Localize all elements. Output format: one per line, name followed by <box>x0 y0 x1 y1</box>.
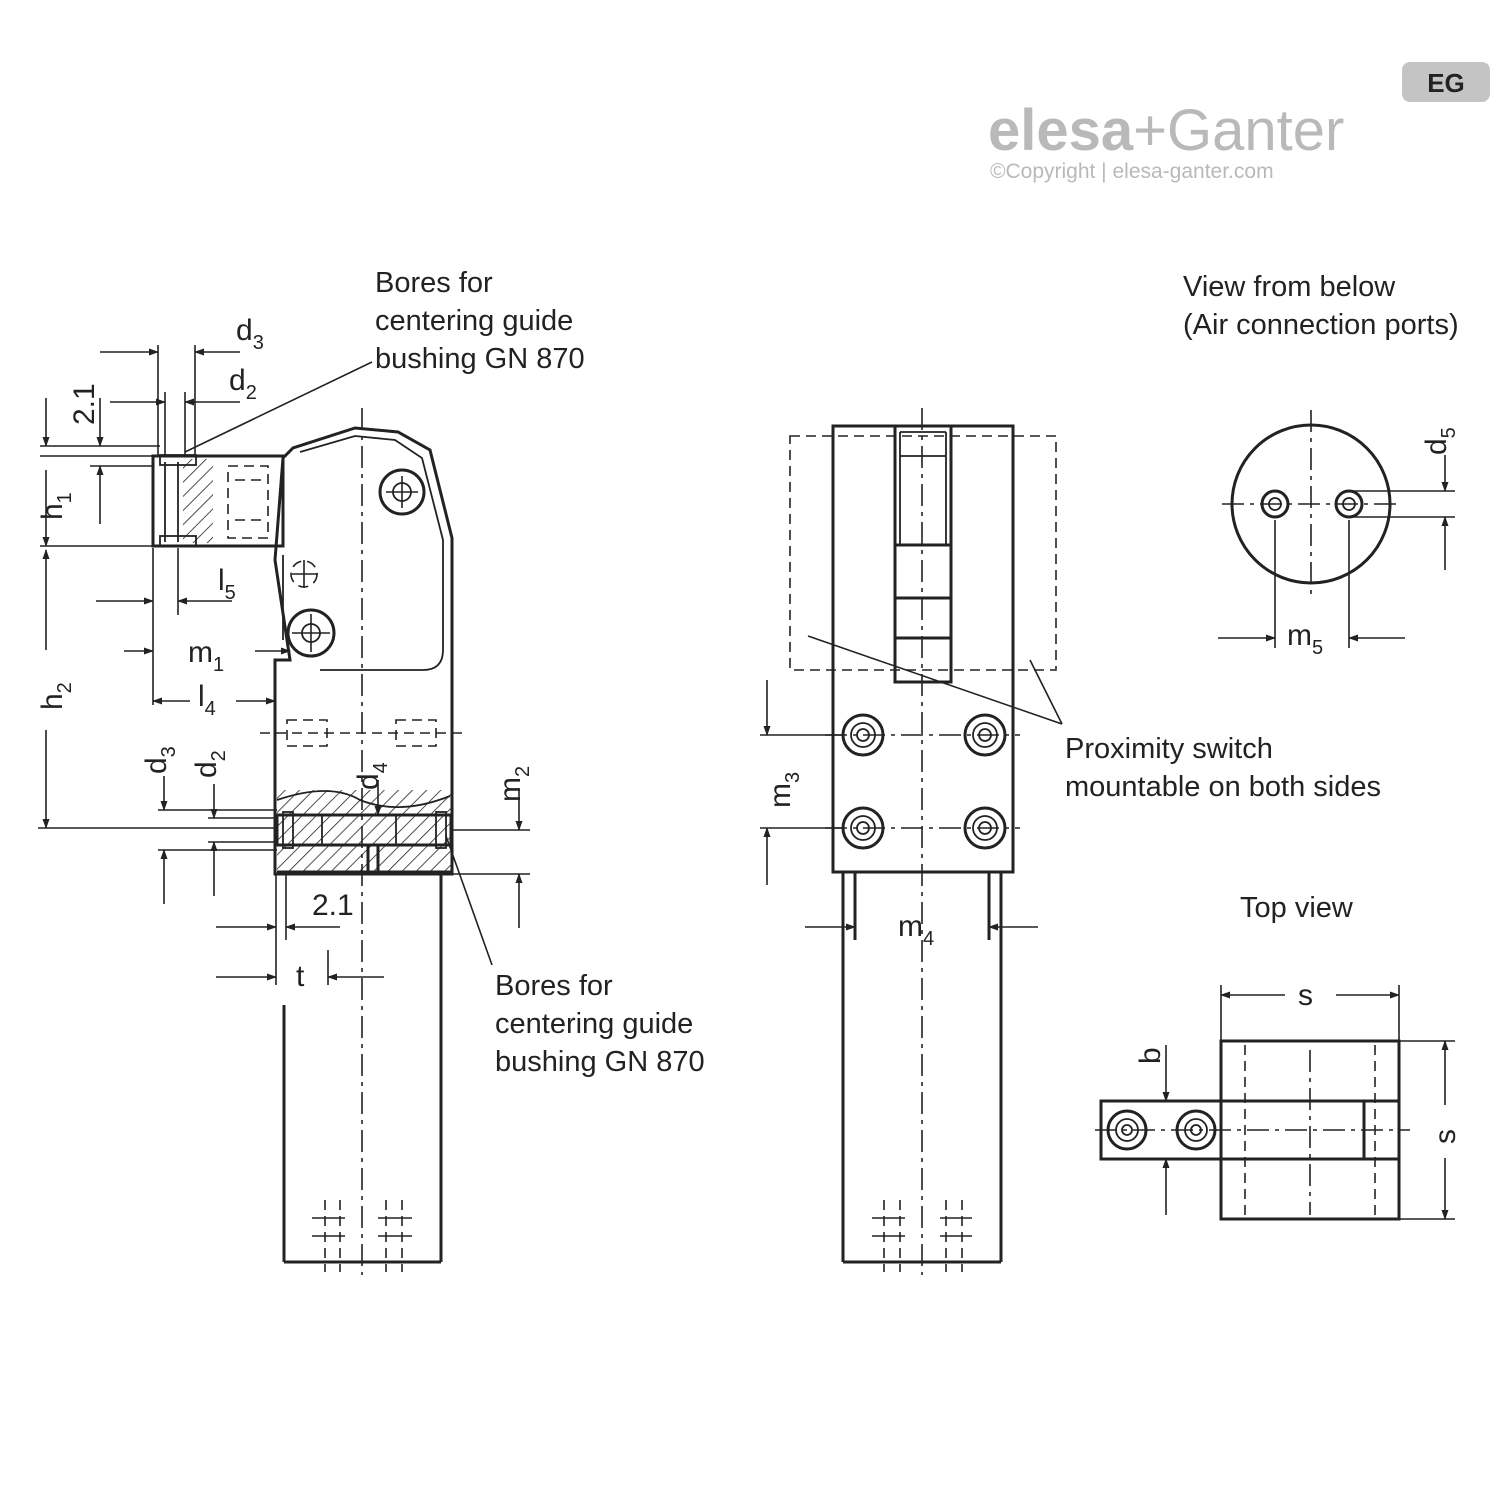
dim-l4: l4 <box>198 680 216 720</box>
air-port-left <box>1260 489 1290 519</box>
proximity-switch-outline <box>789 435 1057 671</box>
dim-m5: m5 <box>1287 619 1323 659</box>
note-top-view: Top view <box>1240 892 1354 924</box>
clamp-body <box>273 426 454 876</box>
dim-m4: m4 <box>898 910 934 950</box>
dim-d2-top: d2 <box>229 364 257 404</box>
dim-d5: d5 <box>1420 427 1460 455</box>
note-bores-top: Bores for centering guide bushing GN 870 <box>375 267 585 375</box>
brand-name-right: Ganter <box>1167 98 1344 163</box>
side-view: d3 d2 2.1 h1 h2 l5 m1 l4 <box>36 314 534 1275</box>
dim-h1: h1 <box>36 492 76 520</box>
note-view-from-below: View from below (Air connection ports) <box>1183 271 1459 341</box>
dim-m1: m1 <box>188 636 224 676</box>
dim-b: b <box>1134 1047 1167 1064</box>
brand-plus: + <box>1133 98 1167 163</box>
top-view: s s b <box>1095 979 1462 1221</box>
dim-h2: h2 <box>36 682 76 710</box>
dim-m3: m3 <box>764 772 804 808</box>
note-proximity: Proximity switch mountable on both sides <box>1065 733 1381 803</box>
dim-2-1-vertical: 2.1 <box>68 383 101 425</box>
dim-d3-top: d3 <box>236 314 264 354</box>
note-bores-bottom: Bores for centering guide bushing GN 870 <box>495 970 705 1078</box>
arm-hatch <box>183 459 213 543</box>
front-body <box>831 424 1015 874</box>
front-view: m3 m4 <box>760 408 1063 1275</box>
dim-d3-low: d3 <box>140 746 180 774</box>
leader-bores-top <box>184 361 373 453</box>
dim-l5: l5 <box>218 564 236 604</box>
top-view-screw-left <box>1106 1109 1148 1151</box>
brand-copyright: ©Copyright | elesa-ganter.com <box>990 160 1274 183</box>
dim-s-side: s <box>1429 1129 1462 1144</box>
dim-2-1-horizontal: 2.1 <box>312 889 354 922</box>
dim-d4: d4 <box>352 762 392 790</box>
dim-d2-low: d2 <box>190 750 230 778</box>
brand-badge-box <box>1402 62 1490 102</box>
brand-name: elesa+Ganter <box>988 98 1344 163</box>
brand-badge: EG <box>1427 68 1465 98</box>
screw-head-bl <box>841 806 885 850</box>
top-view-screw-right <box>1175 1109 1217 1151</box>
bottom-view: d5 m5 <box>1218 410 1460 659</box>
pivot-circle-low <box>286 608 336 658</box>
leader-bores-bottom <box>445 835 493 966</box>
screw-head-tr <box>963 713 1007 757</box>
screw-head-br <box>963 806 1007 850</box>
dim-m2: m2 <box>494 766 534 802</box>
arm-block <box>151 454 285 548</box>
dim-s-top: s <box>1298 979 1313 1012</box>
dim-t: t <box>296 960 305 993</box>
pivot-circle-top <box>378 468 426 516</box>
brand-logo: EG elesa+Ganter ©Copyright | elesa-gante… <box>988 62 1490 183</box>
brand-name-left: elesa <box>988 98 1134 163</box>
